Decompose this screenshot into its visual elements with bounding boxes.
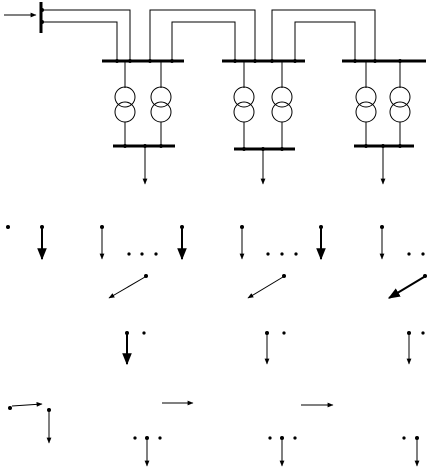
feeder-line bbox=[42, 9, 131, 60]
transformer-icon bbox=[271, 86, 293, 123]
transfer-arrow bbox=[108, 276, 146, 299]
transformer-icon bbox=[355, 86, 377, 123]
substation-unit-1 bbox=[102, 59, 184, 185]
transfer-arrow bbox=[247, 276, 284, 299]
feeder-line bbox=[294, 21, 356, 60]
incoming-supply bbox=[4, 2, 44, 33]
feeder-line bbox=[149, 9, 256, 60]
feeder-lines bbox=[42, 9, 376, 60]
transformer-icon bbox=[233, 86, 255, 123]
load-flow-section bbox=[6, 225, 427, 366]
transformer-icon bbox=[114, 86, 136, 123]
bottom-section bbox=[8, 400, 420, 467]
feeder-line bbox=[271, 9, 376, 60]
substation-unit-3 bbox=[342, 59, 426, 185]
transformer-icon bbox=[150, 86, 172, 123]
transformer-icon bbox=[389, 86, 411, 123]
transfer-arrow bbox=[387, 276, 425, 299]
substation-unit-2 bbox=[222, 59, 305, 185]
feeder-line bbox=[171, 21, 236, 60]
horizontal-arrow bbox=[11, 401, 43, 407]
feeder-line bbox=[42, 21, 118, 60]
